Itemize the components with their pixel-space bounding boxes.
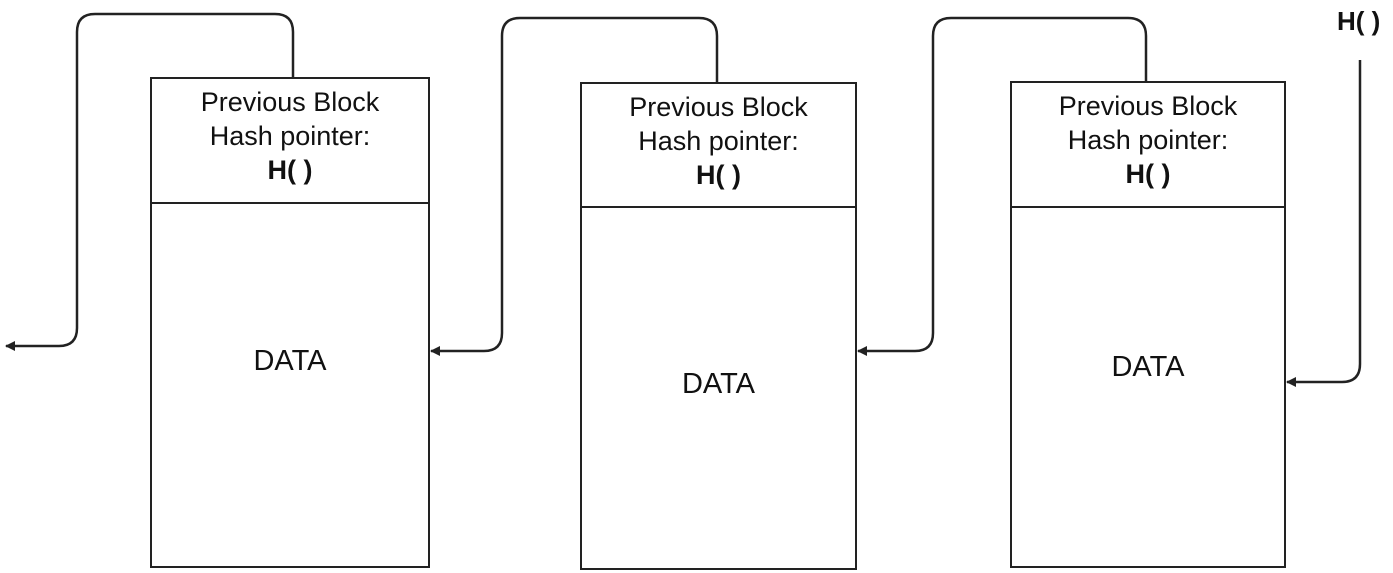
header-label-line1: Previous Block [200,87,380,117]
arrow-block2-to-block1 [430,16,719,356]
head-hash-pointer-label: H( ) [1337,6,1381,36]
header-label-line2: Hash pointer: [638,126,799,156]
arrow-block1-to-previous [5,12,295,351]
block-header: Previous Block Hash pointer: H( ) [1012,83,1284,208]
hash-function-label: H( ) [696,160,741,190]
header-label-line2: Hash pointer: [209,121,371,151]
header-label-line2: Hash pointer: [1067,125,1229,155]
arrow-head-to-block3 [1286,60,1362,387]
hash-function-label: H( ) [1125,159,1171,189]
block-3: Previous Block Hash pointer: H( ) DATA [1010,81,1286,568]
hash-function-label: H( ) [267,155,313,185]
data-label: DATA [253,345,327,377]
block-2: Previous Block Hash pointer: H( ) DATA [580,82,857,570]
header-label-line1: Previous Block [629,92,808,122]
block-1: Previous Block Hash pointer: H( ) DATA [150,77,430,568]
block-header: Previous Block Hash pointer: H( ) [152,79,428,204]
block-header: Previous Block Hash pointer: H( ) [582,84,855,208]
header-label-line1: Previous Block [1058,91,1238,121]
data-label: DATA [681,368,756,400]
arrow-block3-to-block2 [857,16,1148,356]
data-label: DATA [1111,351,1185,383]
